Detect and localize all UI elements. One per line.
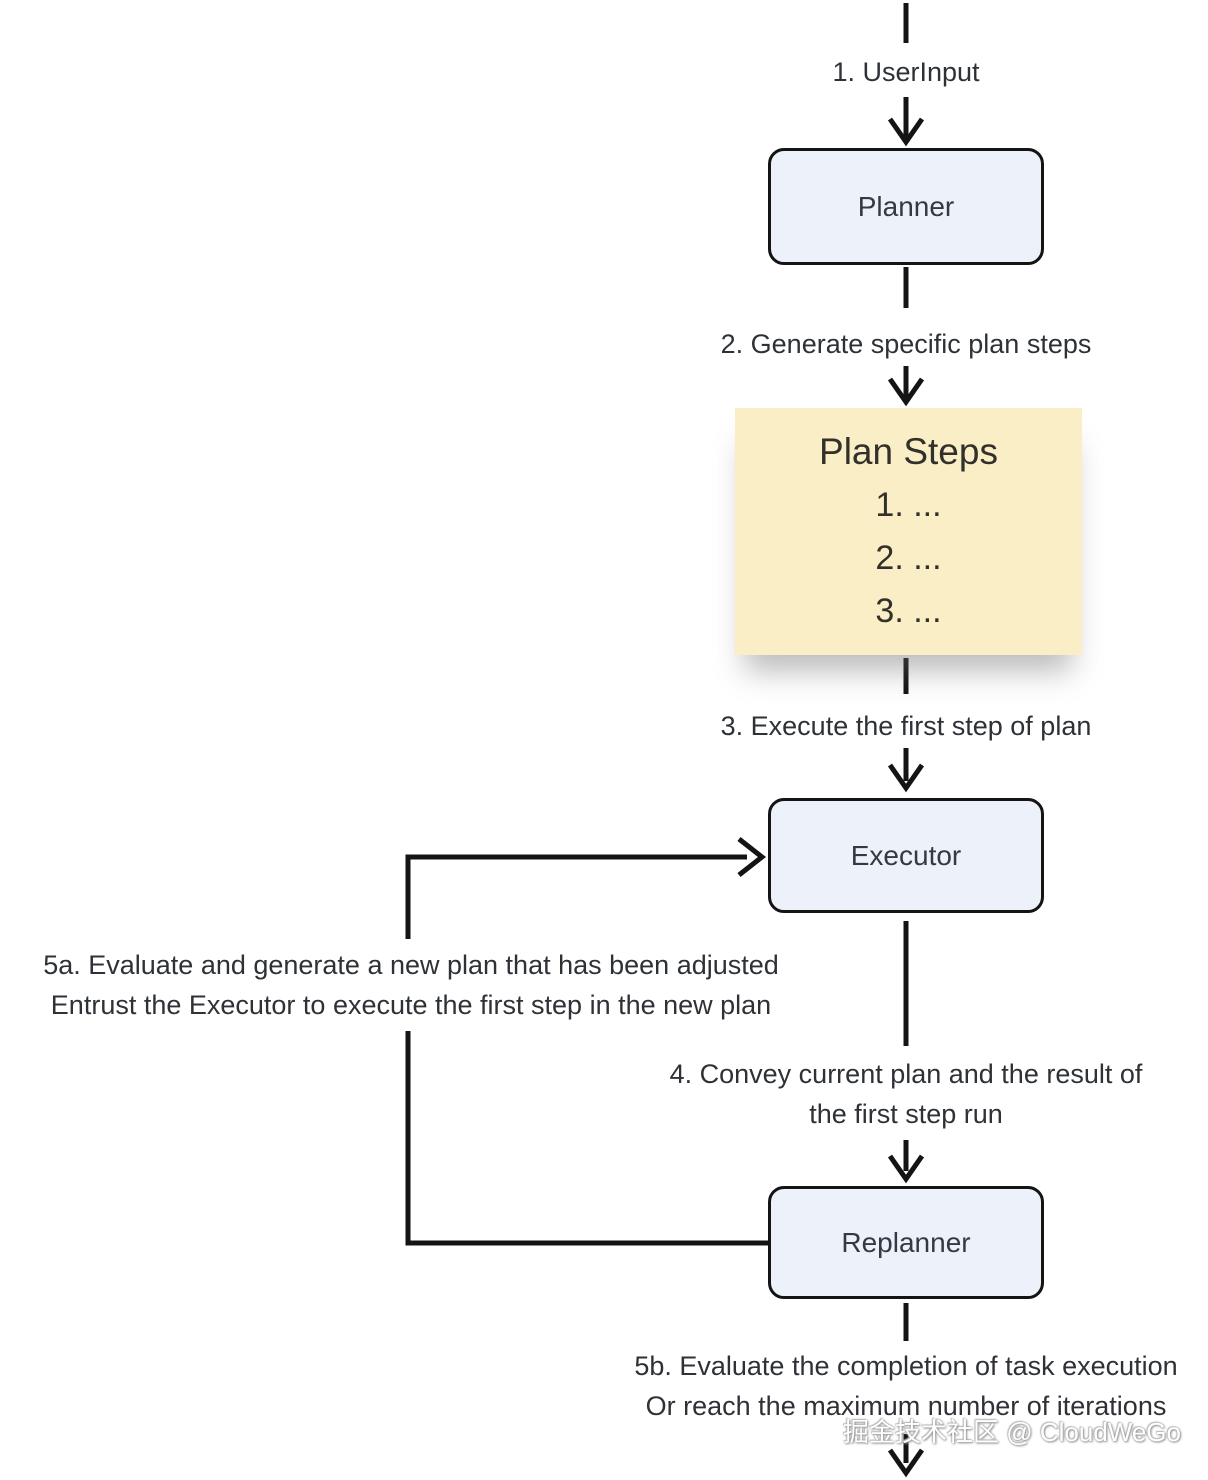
edge-label-convey-result-line2: the first step run [809,1099,1003,1129]
edge-label-convey-result-line1: 4. Convey current plan and the result of [669,1059,1143,1089]
edge-label-convey-result: 4. Convey current plan and the result of… [606,1054,1206,1134]
replanner-node-label: Replanner [841,1226,971,1258]
arrow-to-replanner [887,1140,925,1184]
edge-label-replan-loop-line1: 5a. Evaluate and generate a new plan tha… [43,950,779,980]
edge-label-evaluate-completion-line1: 5b. Evaluate the completion of task exec… [634,1351,1178,1381]
edge-label-replan-loop: 5a. Evaluate and generate a new plan tha… [0,939,822,1031]
edge-label-evaluate-completion-line2: Or reach the maximum number of iteration… [645,1391,1167,1421]
loop-replanner-to-executor [405,837,768,1246]
edge-label-evaluate-completion: 5b. Evaluate the completion of task exec… [556,1346,1208,1426]
watermark: 掘金技术社区 @ CloudWeGo [843,1417,1181,1447]
arrow-to-executor [887,748,925,793]
plan-steps-item: 1. ... [875,486,942,524]
arrow-userinput-to-planner [887,97,925,147]
arrow-to-plan-steps [887,366,925,407]
edge-label-replan-loop-line2: Entrust the Executor to execute the firs… [50,990,772,1020]
executor-node: Executor [768,798,1044,913]
edge-label-execute-first-step: 3. Execute the first step of plan [720,711,1092,741]
planner-node: Planner [768,148,1044,265]
edge-label-generate-plan: 2. Generate specific plan steps [720,329,1092,359]
plan-steps-title: Plan Steps [819,431,998,472]
plan-steps-note: Plan Steps 1. ... 2. ... 3. ... [735,408,1082,655]
arrow-bottom-exit [887,1434,925,1478]
replanner-node: Replanner [768,1186,1044,1299]
edge-label-userinput: 1. UserInput [832,57,980,87]
planner-node-label: Planner [857,190,955,222]
plan-steps-item: 3. ... [875,592,942,630]
plan-steps-item: 2. ... [875,539,942,577]
executor-node-label: Executor [850,839,962,871]
